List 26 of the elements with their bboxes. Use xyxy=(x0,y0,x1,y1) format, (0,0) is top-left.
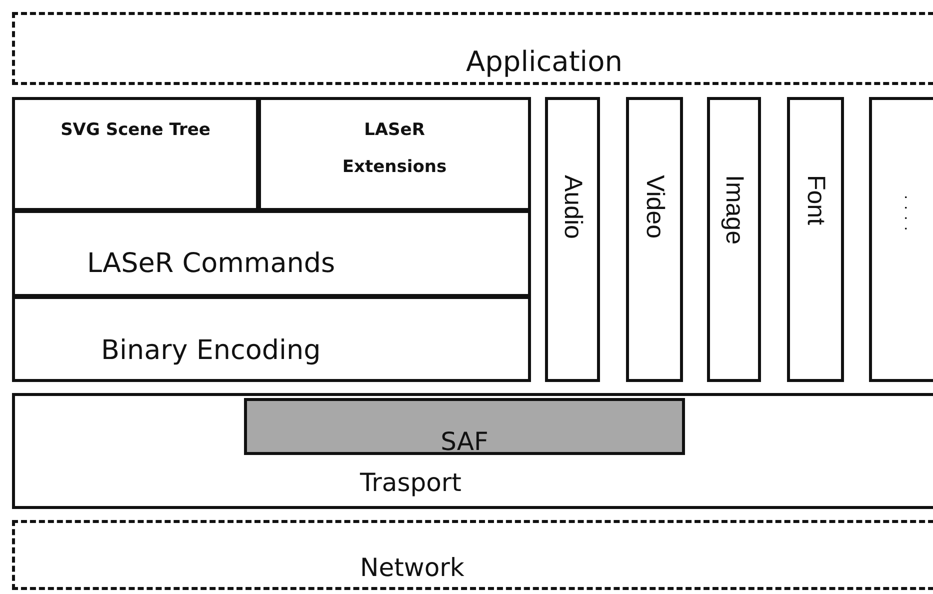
media-box xyxy=(707,97,761,382)
vertical-label: Audio xyxy=(558,175,587,239)
media-box xyxy=(545,97,600,382)
module-box xyxy=(12,97,259,211)
layer-label: Network xyxy=(360,553,464,582)
vertical-label: Font xyxy=(801,175,830,226)
vertical-label: Video xyxy=(640,175,669,238)
layer-label: LASeR Commands xyxy=(87,248,336,279)
layer-label: SAF xyxy=(440,427,490,456)
layer-label: SVG Scene Tree xyxy=(60,119,212,142)
media-box xyxy=(626,97,683,382)
layer-label: Application xyxy=(466,45,622,78)
media-box xyxy=(869,97,933,382)
layer-box xyxy=(12,210,531,297)
layer-box xyxy=(12,296,531,382)
dashed-layer-box xyxy=(12,520,933,590)
layer-label: Binary Encoding xyxy=(101,335,321,366)
layer-label: Trasport xyxy=(360,468,462,497)
layer-box xyxy=(12,393,933,509)
media-box xyxy=(787,97,844,382)
shaded-layer-box xyxy=(244,398,685,455)
vertical-label: .... xyxy=(900,195,918,237)
dashed-layer-box xyxy=(12,12,933,85)
layer-label: LASeR Extensions xyxy=(341,119,448,180)
vertical-label: Image xyxy=(720,175,748,244)
module-box xyxy=(258,97,531,211)
